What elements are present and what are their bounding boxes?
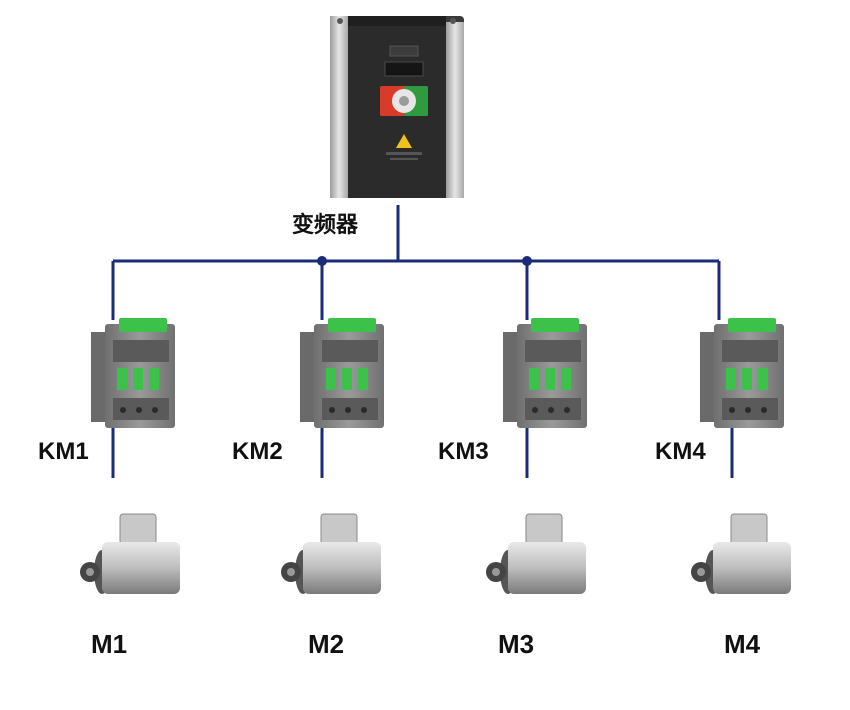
motor-label-4: M4 bbox=[724, 629, 761, 659]
contactor-label-1: KM1 bbox=[38, 438, 89, 465]
motor-image-2 bbox=[281, 513, 381, 594]
contactor-image-1 bbox=[91, 318, 175, 428]
motor-image-4 bbox=[691, 513, 791, 594]
contactor-image-3 bbox=[503, 318, 587, 428]
motor-label-1: M1 bbox=[91, 629, 128, 659]
inverter-image bbox=[330, 16, 464, 198]
junction-dot-2 bbox=[317, 256, 327, 266]
motor-image-1 bbox=[80, 513, 180, 594]
motor-label-3: M3 bbox=[498, 629, 535, 659]
motor-image-3 bbox=[486, 513, 586, 594]
contactor-label-3: KM3 bbox=[438, 438, 489, 465]
contactor-label-2: KM2 bbox=[232, 438, 283, 465]
inverter-label: 变频器 bbox=[292, 213, 359, 238]
contactor-label-4: KM4 bbox=[655, 438, 706, 465]
junction-dot-3 bbox=[522, 256, 532, 266]
contactor-image-2 bbox=[300, 318, 384, 428]
contactor-image-4 bbox=[700, 318, 784, 428]
motor-label-2: M2 bbox=[308, 629, 345, 659]
wiring bbox=[111, 205, 734, 478]
